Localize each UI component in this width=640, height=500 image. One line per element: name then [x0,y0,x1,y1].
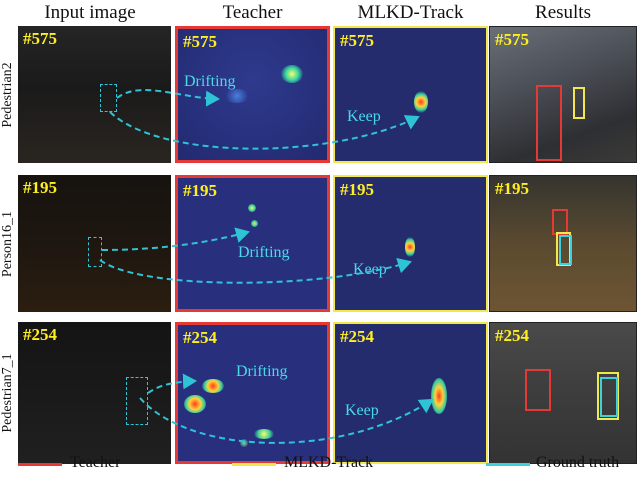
result-image-row1: #575 [489,26,637,163]
teacher-heatmap-row2: #195 Drifting [175,175,330,312]
roi-box-row2 [88,237,102,267]
heatmap-blob [202,379,224,393]
input-image-row1: #575 [18,26,171,163]
teacher-header: Teacher [222,2,283,23]
frame-number-student-row1: #575 [340,31,374,50]
student-box-row1 [573,87,585,119]
roi-box-row3 [126,377,148,425]
keep-label-row2: Keep [353,261,387,278]
keep-label-row1: Keep [347,108,381,125]
student-box-row3 [597,372,619,420]
teacher-heatmap-row1: #575 Drifting [175,26,330,163]
legend-student-swatch [232,463,276,466]
frame-number-teacher-row1: #575 [183,32,217,51]
teacher-box-row3 [525,369,551,411]
frame-number-row3: #254 [23,325,57,344]
student-heatmap-row2: #195 Keep [333,175,488,312]
teacher-box-row2 [552,209,568,235]
frame-number-student-row3: #254 [340,327,374,346]
frame-number-teacher-row2: #195 [183,181,217,200]
frame-number-student-row2: #195 [340,180,374,199]
legend-ground-truth-swatch [486,463,530,466]
heatmap-blob [224,89,250,103]
keep-label-row3: Keep [345,402,379,419]
mlkd-track-header: MLKD-Track [357,2,464,23]
ground-truth-box-row2 [559,235,572,265]
frame-number-row2: #195 [23,178,57,197]
student-heatmap-row3: #254 Keep [333,322,488,464]
student-heatmap-row1: #575 Keep [333,26,488,163]
results-header: Results [535,2,591,23]
drifting-label-row1: Drifting [184,73,236,90]
result-image-row2: #195 [489,175,637,312]
heatmap-blob [248,204,256,212]
input-image-row3: #254 [18,322,171,464]
teacher-box-row1 [536,85,562,161]
heatmap-blob [414,91,428,113]
heatmap-blob [254,429,274,439]
heatmap-blob [405,237,415,257]
drifting-label-row3: Drifting [236,363,288,380]
heatmap-blob [184,395,206,413]
legend-student-label: MLKD-Track [284,454,374,471]
legend-ground-truth-label: Ground truth [536,454,620,471]
heatmap-blob [431,378,447,414]
input-image-row2: #195 [18,175,171,312]
input-image-header: Input image [44,2,136,23]
legend-teacher-swatch [18,463,62,466]
drifting-label-row2: Drifting [238,244,290,261]
frame-number-teacher-row3: #254 [183,328,217,347]
heatmap-blob [281,65,303,83]
frame-number-result-row2: #195 [495,179,529,198]
ground-truth-box-row3 [600,377,618,417]
result-image-row3: #254 [489,322,637,464]
heatmap-blob [251,220,258,227]
row-label-pedestrian7-1: Pedestrian7_1 [0,353,15,433]
heatmap-blob [240,439,248,447]
frame-number-row1: #575 [23,29,57,48]
legend-teacher-label: Teacher [70,454,121,471]
roi-box-row1 [100,84,117,112]
row-label-person16-1: Person16_1 [0,210,15,277]
row-label-pedestrian2: Pedestrian2 [0,61,15,128]
frame-number-result-row3: #254 [495,326,529,345]
frame-number-result-row1: #575 [495,30,529,49]
teacher-heatmap-row3: #254 Drifting [175,322,330,464]
